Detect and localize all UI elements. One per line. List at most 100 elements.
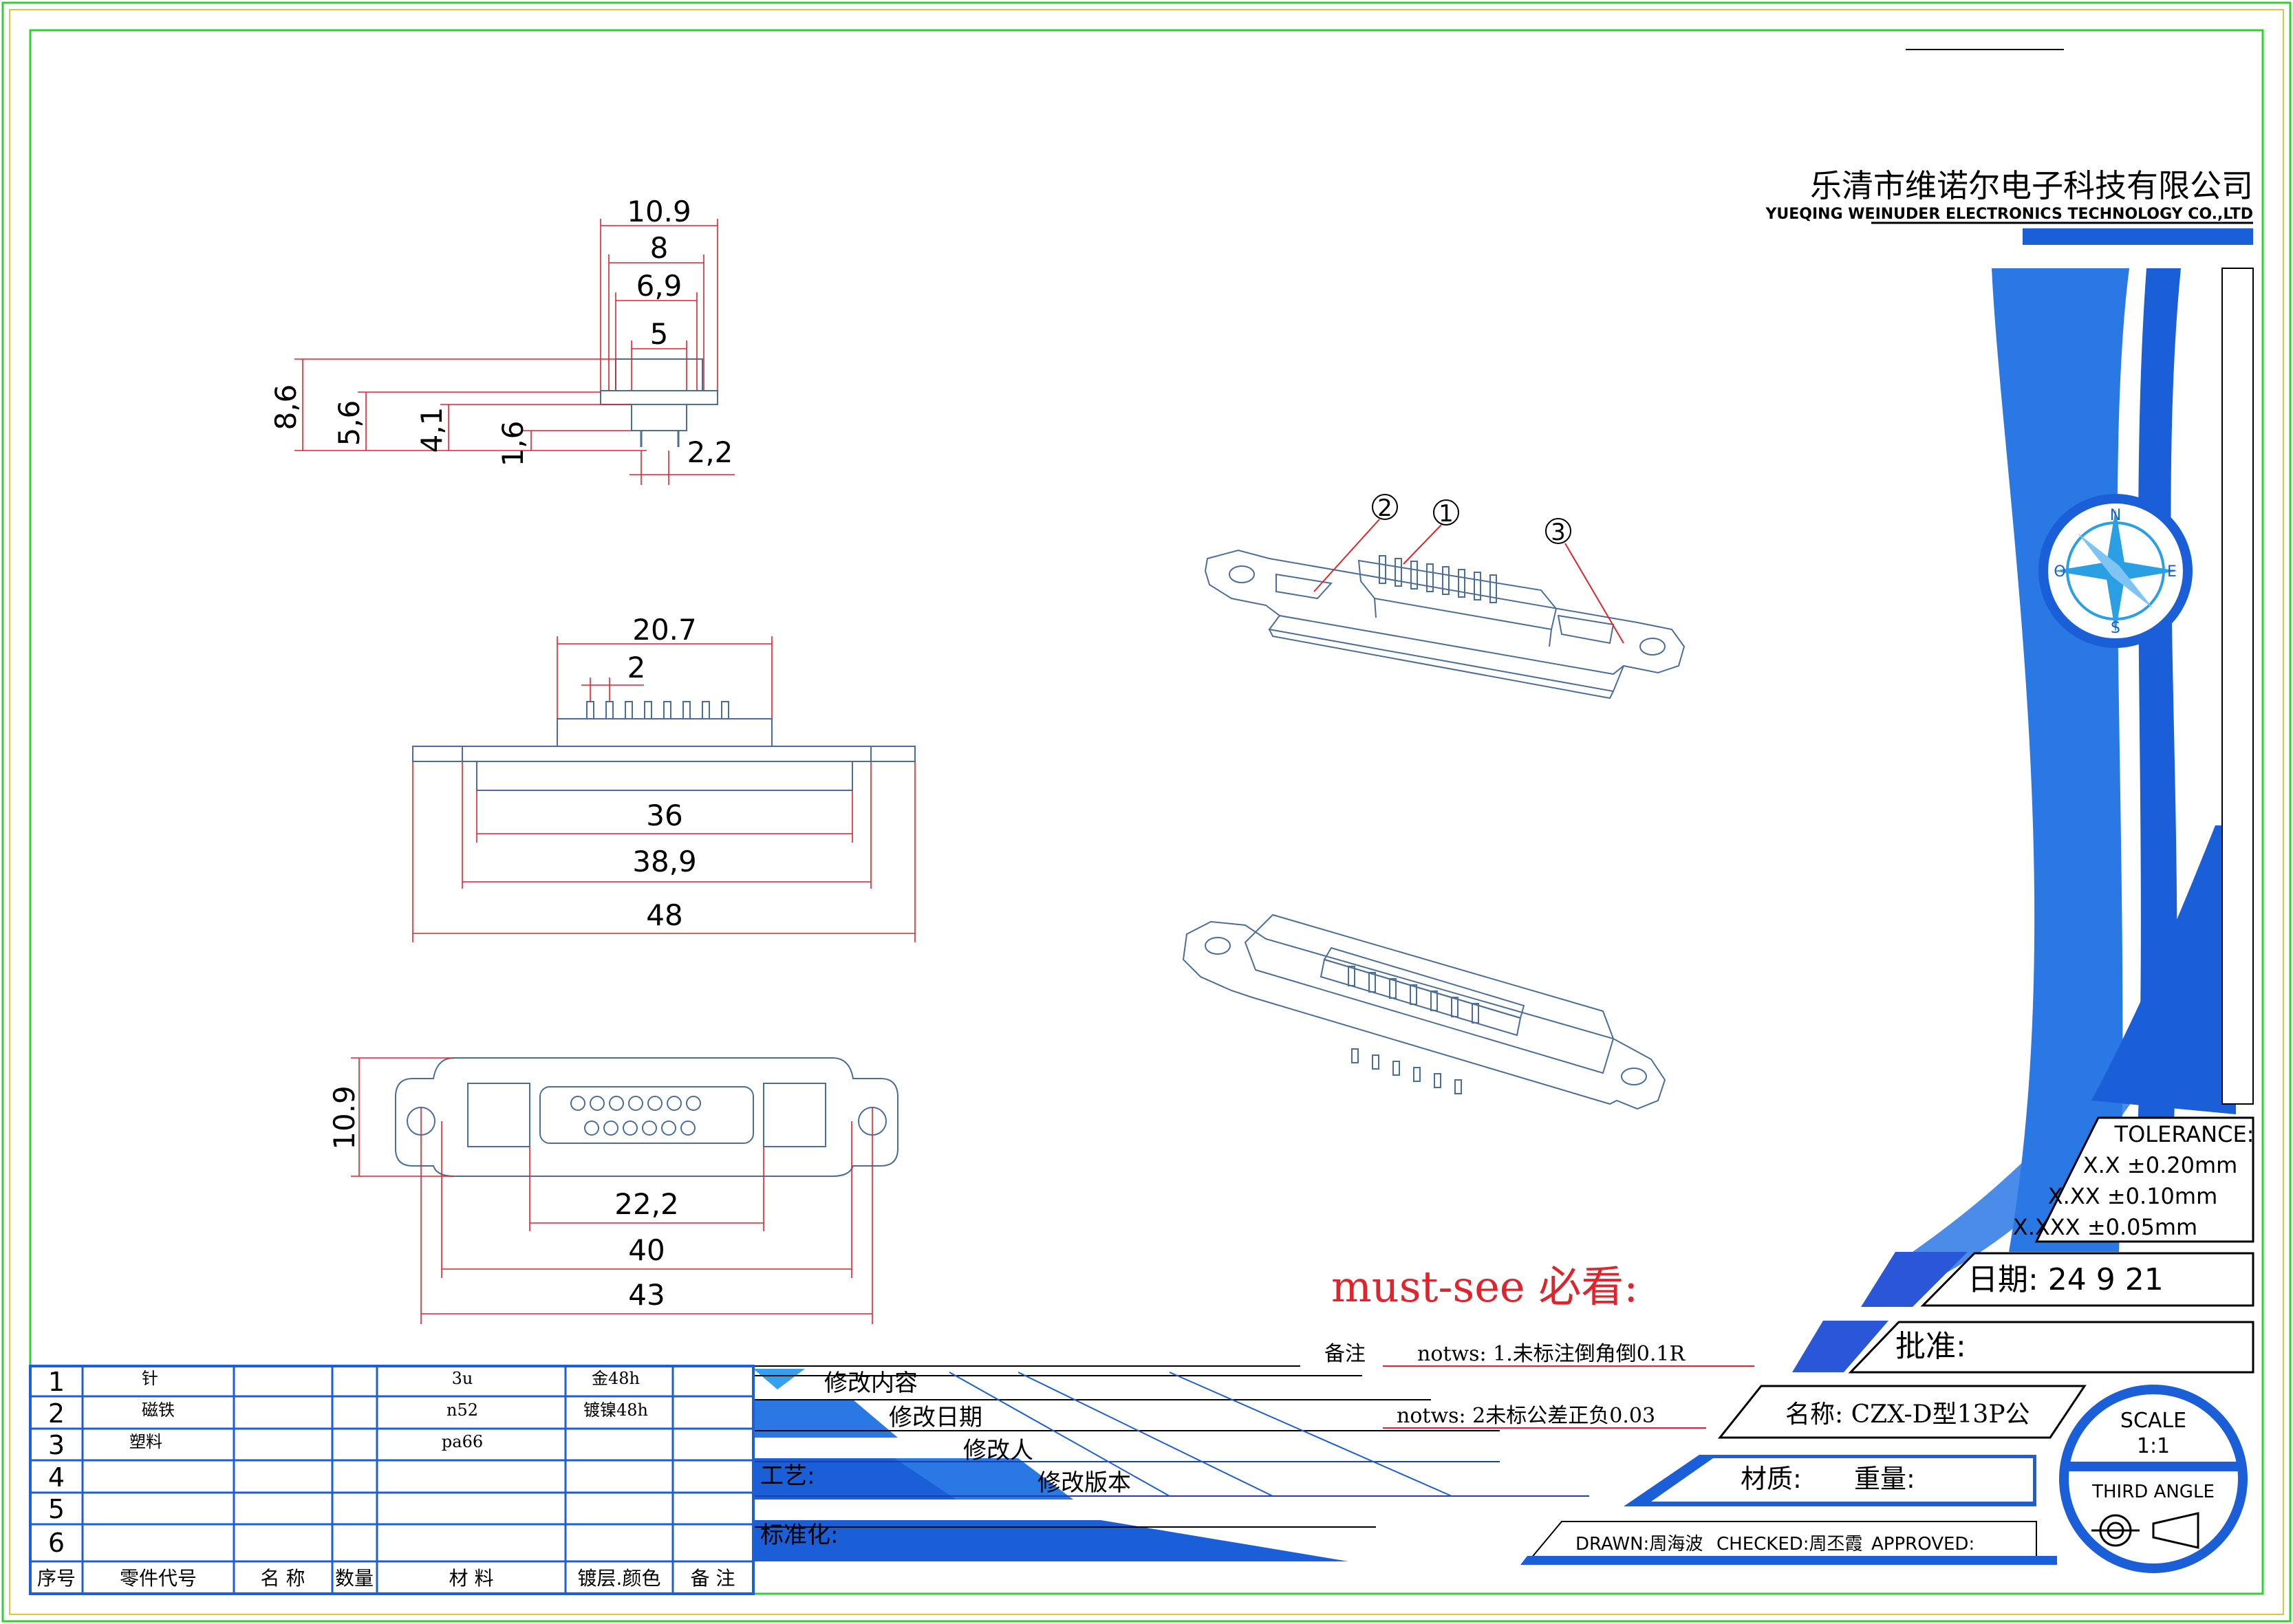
tolerance-title: TOLERANCE: <box>2114 1121 2254 1147</box>
process-label: 工艺: <box>760 1462 815 1490</box>
front-view: 20.7 2 36 38,9 48 <box>412 613 916 942</box>
rev-person-label: 修改人 <box>963 1437 1033 1464</box>
part-name: 名称: CZX-D型13P公 <box>1785 1400 2030 1429</box>
tolerance-box <box>2034 1116 2254 1243</box>
approved-by: APPROVED: <box>1871 1534 1974 1555</box>
rev-content-label: 修改内容 <box>824 1369 918 1397</box>
checked-by: CHECKED:周丕霞 <box>1716 1534 1863 1555</box>
company-name-en: YUEQING WEINUDER ELECTRONICS TECHNOLOGY … <box>1765 206 2253 223</box>
bom-header-code: 零件代号 <box>120 1567 197 1590</box>
blue-swoosh-3 <box>1913 894 2215 1273</box>
bom-row-4-no: 4 <box>48 1462 65 1493</box>
dim-front-38-9: 38,9 <box>632 845 697 878</box>
callout-2-circle <box>1372 494 1398 520</box>
plan-view: 10.9 22,2 40 43 <box>327 1057 898 1324</box>
bom-row-2-no: 2 <box>48 1398 65 1429</box>
scale-value: 1:1 <box>2137 1434 2170 1458</box>
bom-row-3-material: pa66 <box>442 1432 483 1451</box>
side-view: 10.9 8 6,9 5 8,6 5,6 4,1 1,6 2,2 <box>269 195 735 485</box>
material-box <box>1651 1458 2033 1502</box>
must-see-heading: must-see 必看: <box>1331 1262 1638 1312</box>
bom-header-plating: 镀层.颜色 <box>578 1567 661 1590</box>
notes-label: 备注 <box>1324 1342 1366 1366</box>
scale-label: SCALE <box>2120 1409 2186 1433</box>
weight-label: 重量: <box>1854 1464 1915 1494</box>
bom-row-5-no: 5 <box>48 1494 65 1524</box>
callouts: 2 1 3 <box>1313 494 1624 644</box>
callout-1: 1 <box>1439 500 1454 528</box>
tolerance-xx: X.X ±0.20mm <box>2083 1152 2238 1178</box>
bom-header-no: 序号 <box>37 1567 76 1590</box>
dim-side-2-2: 2,2 <box>687 435 733 469</box>
bom-row-3-code: 塑料 <box>129 1432 162 1451</box>
dim-side-6-9: 6,9 <box>636 269 682 303</box>
callout-1-circle <box>1433 499 1459 526</box>
compass-n: N <box>2110 507 2121 524</box>
scale-divider <box>2067 1462 2239 1471</box>
header-bar <box>2023 228 2253 245</box>
dim-plan-40: 40 <box>628 1233 665 1267</box>
bom-header-qty: 数量 <box>335 1567 374 1590</box>
dim-plan-10-9: 10.9 <box>327 1085 361 1150</box>
dim-side-8: 8 <box>650 231 669 265</box>
blue-swoosh-4 <box>2091 825 2236 1114</box>
standard-label: 标准化: <box>760 1522 838 1549</box>
callout-2: 2 <box>1377 495 1392 522</box>
material-label: 材质: <box>1741 1464 1802 1494</box>
bom-header-material: 材 料 <box>449 1567 494 1590</box>
compass-s: S <box>2111 620 2120 637</box>
bom-row-1-no: 1 <box>48 1367 65 1397</box>
dim-side-4-1: 4,1 <box>415 407 449 453</box>
dim-side-10-9: 10.9 <box>627 195 691 228</box>
drawn-by: DRAWN:周海波 <box>1575 1534 1703 1555</box>
compass-w: O <box>2054 563 2065 581</box>
note-line-2: notws: 2未标公差正负0.03 <box>1397 1404 1655 1428</box>
dim-front-20-7: 20.7 <box>632 613 697 647</box>
dim-side-1-6: 1,6 <box>496 421 530 467</box>
tolerance-xxx: X.XX ±0.10mm <box>2048 1183 2218 1209</box>
bom-header-name: 名 称 <box>261 1567 305 1590</box>
third-angle-symbol <box>2091 1512 2199 1549</box>
dim-side-5-6: 5,6 <box>332 400 366 446</box>
date-accent <box>1861 1252 1968 1307</box>
dim-side-8-6: 8,6 <box>269 385 303 431</box>
title-block: 乐清市维诺尔电子科技有限公司 YUEQING WEINUDER ELECTRON… <box>1520 167 2254 1573</box>
middle-border <box>9 9 2284 1615</box>
approve-box <box>1848 1321 2254 1374</box>
iso-view-bottom <box>1182 913 1666 1110</box>
dim-front-2: 2 <box>627 651 646 684</box>
dim-side-5: 5 <box>650 317 669 351</box>
bom-row-1-code: 针 <box>142 1369 158 1388</box>
bom-row-2-plating: 镀镍48h <box>583 1400 648 1420</box>
approve-accent <box>1792 1321 1888 1372</box>
dim-plan-22-2: 22,2 <box>614 1187 679 1221</box>
tolerance-xxxx: X.XXX ±0.05mm <box>2013 1214 2197 1240</box>
third-angle-label: THIRD ANGLE <box>2091 1482 2215 1502</box>
approve-text: 批准: <box>1895 1329 1966 1364</box>
dim-front-36: 36 <box>646 799 682 832</box>
dim-plan-43: 43 <box>628 1278 665 1312</box>
bom-row-1-plating: 金48h <box>592 1369 640 1388</box>
rev-date-label: 修改日期 <box>889 1404 982 1431</box>
signoff-bar <box>1520 1556 2057 1565</box>
iso-view-top <box>1204 549 1686 700</box>
bom-table: 1 针 3u 金48h 2 磁铁 n52 镀镍48h 3 塑料 pa66 4 5… <box>29 1365 755 1595</box>
bom-row-1-material: 3u <box>452 1369 473 1388</box>
compass-e: E <box>2167 563 2177 581</box>
bom-header-remark: 备 注 <box>691 1567 735 1590</box>
note-line-1: notws: 1.未标注倒角倒0.1R <box>1417 1342 1686 1366</box>
bom-row-3-no: 3 <box>48 1430 65 1460</box>
company-name-cn: 乐清市维诺尔电子科技有限公司 <box>1810 167 2253 204</box>
callout-3-circle <box>1545 518 1571 544</box>
bom-row-2-code: 磁铁 <box>142 1400 175 1420</box>
bom-row-2-material: n52 <box>446 1400 478 1420</box>
compass-logo: N S E O <box>2038 494 2193 648</box>
name-box <box>1717 1385 2087 1439</box>
side-strip <box>2221 268 2254 1105</box>
rev-version-label: 修改版本 <box>1037 1469 1131 1497</box>
date-text: 日期: 24 9 21 <box>1968 1262 2164 1297</box>
revision-area: 修改内容 修改日期 修改人 修改版本 工艺: 标准化: <box>753 1369 1589 1561</box>
